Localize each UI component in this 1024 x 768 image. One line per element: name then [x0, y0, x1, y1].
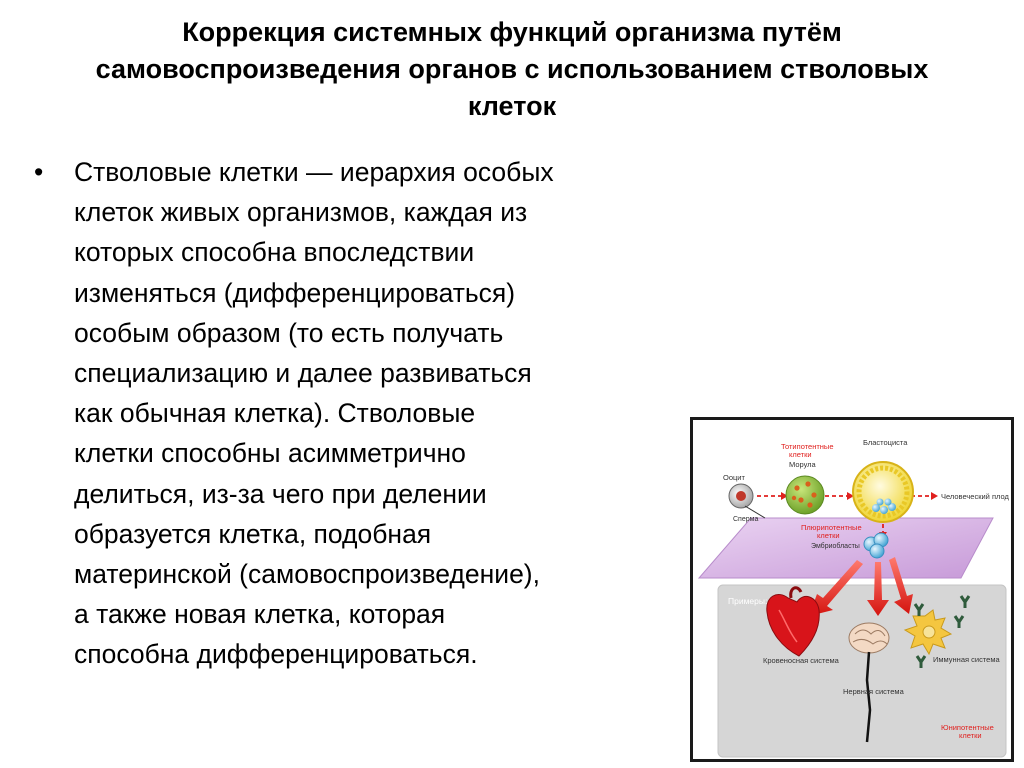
sperm-tail	[744, 505, 766, 519]
nervous-label: Нервная система	[843, 687, 905, 696]
pluripotent-label: Плюрипотентные	[801, 523, 862, 532]
oocyte-label: Ооцит	[723, 473, 745, 482]
bullet-list: • Стволовые клетки — иерархия особых кле…	[34, 152, 704, 675]
embryoblasts-label: Эмбриобласты	[811, 542, 860, 550]
blastocyst-cell	[852, 461, 914, 523]
immune-cell-illustration	[903, 595, 971, 668]
morula-label: Морула	[789, 460, 817, 469]
inner-cell-mass	[872, 498, 896, 514]
bullet-text: Стволовые клетки — иерархия особых клето…	[74, 157, 554, 670]
bullet-dot: •	[34, 157, 44, 187]
blastocyst-label: Бластоциста	[863, 438, 908, 447]
embryoblast-cells	[863, 532, 889, 559]
pluripotent-label-2: клетки	[817, 531, 840, 540]
pluripotent-plane	[697, 517, 994, 579]
oocyte-nucleus	[736, 491, 746, 501]
human-fetus-label: Человеческий плод	[941, 492, 1009, 501]
examples-label: Примеры:	[728, 596, 767, 606]
diagram-canvas: Примеры: Тотипотентные клетки Морула Бла…	[697, 438, 1009, 758]
morula-nuclei	[791, 481, 817, 508]
unipotent-label-2: клетки	[959, 731, 982, 740]
totipotent-label-2: клетки	[789, 450, 812, 459]
stem-cell-diagram: Примеры: Тотипотентные клетки Морула Бла…	[690, 417, 1014, 762]
differentiation-arrows	[809, 557, 913, 616]
circulatory-label: Кровеносная система	[763, 656, 840, 665]
flow-arrows	[757, 495, 931, 532]
blastocyst-wall	[856, 465, 910, 519]
bullet-item: • Стволовые клетки — иерархия особых кле…	[34, 152, 704, 675]
brain-illustration	[848, 622, 890, 743]
immune-label: Иммунная система	[933, 655, 1001, 664]
morula-cell	[785, 475, 825, 515]
sperm-label: Сперма	[733, 516, 758, 523]
totipotent-label: Тотипотентные	[781, 442, 834, 451]
slide-title: Коррекция системных функций организма пу…	[95, 17, 929, 121]
unipotent-label: Юнипотентные	[941, 723, 994, 732]
heart-illustration	[766, 586, 820, 657]
